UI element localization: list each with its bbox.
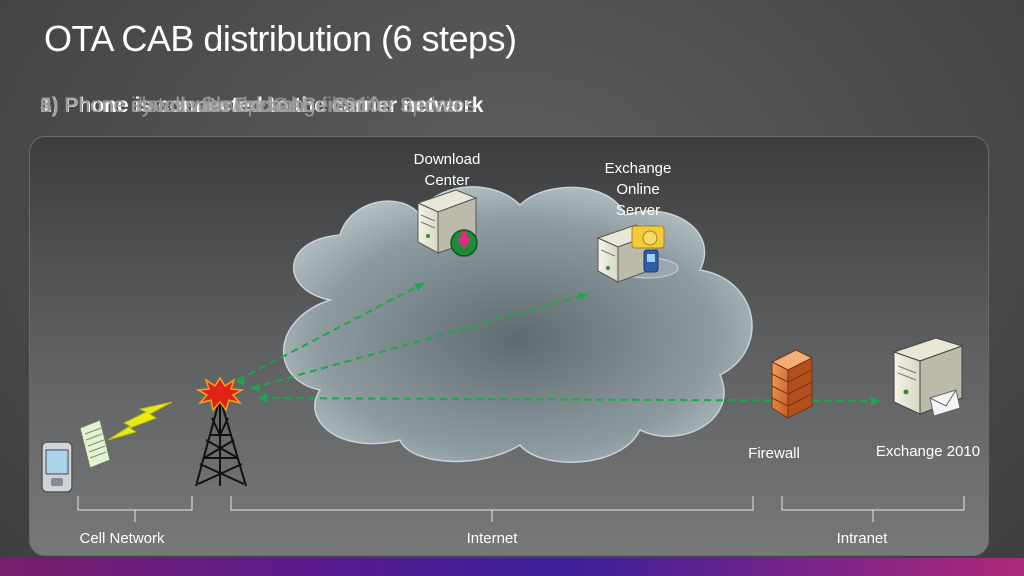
- lightning-icon: [107, 401, 173, 441]
- exchange-online-label: Exchange Online Server: [604, 160, 672, 219]
- internet-bracket: [230, 496, 754, 511]
- arrow-head-2010: [871, 396, 880, 406]
- firewall-label: Firewall: [748, 445, 800, 462]
- internet-cloud: [283, 186, 753, 463]
- segment-brackets: [77, 496, 965, 522]
- step-3: 3) Phone downloads the CAB file: [40, 94, 349, 117]
- server-icon: [892, 337, 964, 417]
- exchange-2010-label: Exchange 2010: [875, 443, 981, 460]
- document-icon: [79, 419, 111, 469]
- intranet-bracket: [781, 496, 965, 511]
- cell-tower-icon: [195, 397, 247, 487]
- step-4: 4) Phone installs the update: [40, 94, 301, 117]
- arrow-head-download: [414, 283, 424, 291]
- phone-icon: [41, 441, 73, 493]
- download-center-label: Download Center: [413, 151, 481, 189]
- arrow-to-download-center: [237, 282, 425, 381]
- step-6: 6) Phone syncs with Exchange 2010: [40, 94, 380, 117]
- arrow-head-online: [578, 293, 588, 300]
- step-2: 2) Phone checks Download Center for upda…: [40, 94, 476, 117]
- signal-burst-icon: [195, 376, 245, 412]
- cell-network-label: Cell Network: [79, 530, 165, 547]
- arrow-tail-download: [236, 379, 246, 386]
- footer-color-bar: [0, 558, 1024, 576]
- step-list: 1) Phone is connected to the carrier net…: [40, 94, 740, 128]
- step-5: 5) Phone syncs with Exchange Online Serv…: [40, 94, 462, 117]
- cell-network-bracket: [77, 496, 193, 511]
- arrow-tail-2010: [258, 393, 267, 403]
- arrow-tail-online: [250, 384, 261, 391]
- server-icon: [416, 189, 478, 257]
- step-1: 1) Phone is connected to the carrier net…: [40, 94, 484, 117]
- connection-arrows: [237, 282, 879, 402]
- firewall-icon: [770, 349, 814, 419]
- intranet-label: Intranet: [836, 530, 888, 547]
- internet-label: Internet: [466, 530, 518, 547]
- slide-title: OTA CAB distribution (6 steps): [44, 18, 517, 59]
- arrow-to-exchange-online: [251, 293, 589, 389]
- server-icon: [596, 224, 679, 283]
